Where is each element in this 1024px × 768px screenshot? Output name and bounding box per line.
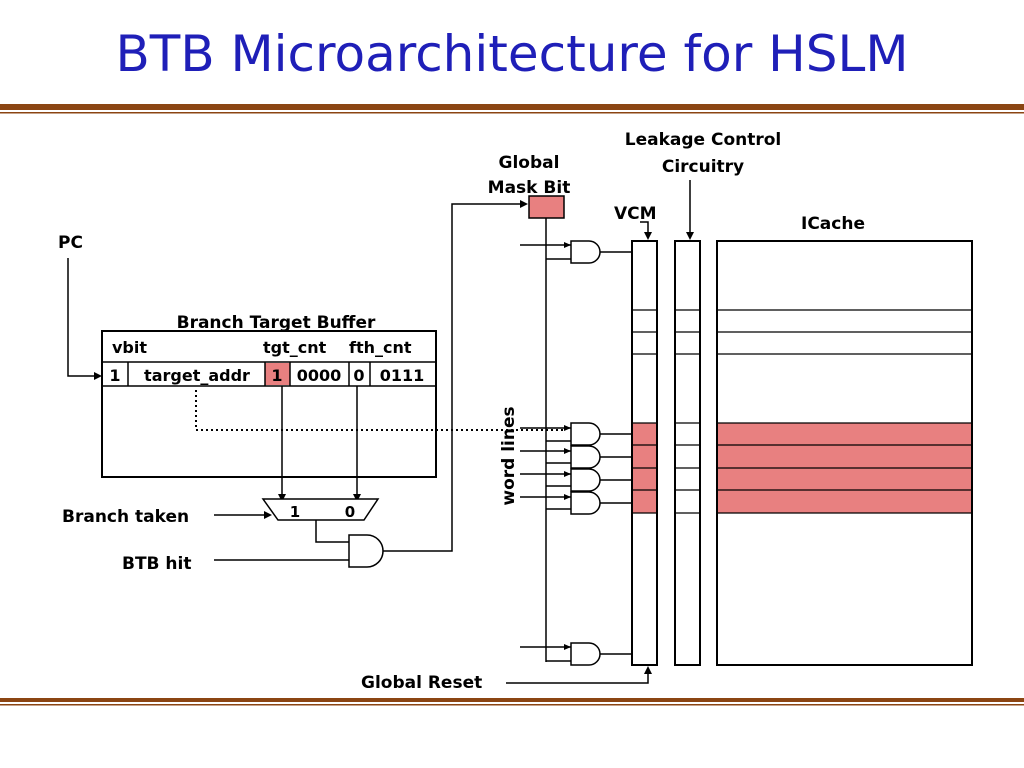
branch-taken-arrow [214,511,272,519]
btb-header-fth-cnt: fth_cnt [349,338,412,357]
mux-input-0: 0 [345,503,355,521]
btb-header-vbit: vbit [112,338,147,357]
branch-target-buffer: vbit tgt_cnt fth_cnt 1 target_addr 1 000… [101,330,437,478]
icache-array [716,240,973,666]
btb-cell-fth-cnt: 0111 [380,366,425,385]
btb-cell-vbit: 1 [109,366,120,385]
pc-label: PC [58,233,83,253]
global-mask-bit-label-2: Mask Bit [488,178,571,198]
icache-label: ICache [801,214,865,234]
mux-output-wire [315,520,349,543]
target-decode-dotted-line [195,390,565,431]
vcm-arrow [640,221,652,240]
global-reset-arrow [506,666,652,684]
branch-taken-label: Branch taken [62,507,189,527]
bottom-rule [0,698,1024,706]
vcm-column [631,240,658,666]
global-mask-bit-label-1: Global [499,153,560,173]
wordline-gate-2 [520,445,632,469]
wordline-gate-1 [520,422,632,446]
wordline-gate-bottom [520,642,632,666]
leakage-control-label-2: Circuitry [662,157,744,177]
slide-title: BTB Microarchitecture for HSLM [115,25,909,83]
word-lines-label: word lines [499,406,519,505]
top-rule [0,104,1024,114]
wordline-gate-4 [520,491,632,515]
btb-hit-label: BTB hit [122,554,192,574]
wordline-gate-3 [520,468,632,492]
leakage-control-column [674,240,701,666]
btb-cell-fth-flag: 0 [353,366,364,385]
counter-to-mux-arrows [278,386,361,502]
btb-cell-target-addr: target_addr [144,366,250,385]
global-reset-label: Global Reset [361,673,482,693]
mux-input-1: 1 [290,503,300,521]
wordline-and-gates [520,240,632,666]
btb-cell-tgt-flag: 1 [271,366,282,385]
counter-mux: 1 0 [261,498,380,521]
mask-bit-set-wire [383,200,528,552]
vcm-label: VCM [614,204,657,224]
global-mask-bit-cell [528,195,565,219]
btb-title: Branch Target Buffer [177,313,376,333]
pc-arrow [67,258,102,380]
wordline-gate-top [520,240,632,264]
leakage-control-arrow [686,180,694,240]
btb-and-gate [348,534,384,568]
btb-header-tgt-cnt: tgt_cnt [263,338,327,357]
leakage-control-label-1: Leakage Control [625,130,782,150]
btb-cell-tgt-cnt: 0000 [297,366,342,385]
